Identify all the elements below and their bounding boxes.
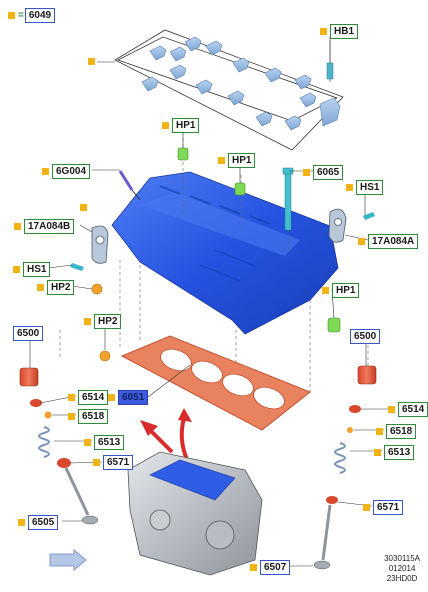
oil-temp-sensor bbox=[118, 170, 141, 201]
callout-6051: 6051 bbox=[108, 390, 149, 405]
marker-square bbox=[358, 238, 365, 245]
callout-6518-right: 6518 bbox=[376, 424, 417, 439]
label-6500: 6500 bbox=[13, 326, 44, 341]
marker-square bbox=[14, 223, 21, 230]
label-hp1: HP1 bbox=[228, 153, 256, 168]
label-6051: 6051 bbox=[118, 390, 149, 405]
callout-hp2-top: HP2 bbox=[37, 280, 75, 295]
callout-hp1-top: HP1 bbox=[162, 118, 200, 133]
marker-square bbox=[68, 394, 75, 401]
callout-6513-right: 6513 bbox=[374, 445, 415, 460]
marker-square bbox=[303, 169, 310, 176]
label-hp2: HP2 bbox=[47, 280, 75, 295]
roller-finger-followers bbox=[141, 36, 317, 131]
label-6g004: 6G004 bbox=[52, 164, 91, 179]
marker-square bbox=[250, 564, 257, 571]
label-hb1: HB1 bbox=[330, 24, 359, 39]
reference-code: 3030115A 012014 23HD0D bbox=[384, 554, 420, 584]
equals-sign: = bbox=[18, 10, 24, 21]
marker-square bbox=[8, 12, 15, 19]
label-6514: 6514 bbox=[78, 390, 109, 405]
label-6571: 6571 bbox=[373, 500, 404, 515]
label-6500: 6500 bbox=[350, 329, 381, 344]
label-17a084b: 17A084B bbox=[24, 219, 75, 234]
label-6571: 6571 bbox=[103, 455, 134, 470]
label-6513: 6513 bbox=[384, 445, 415, 460]
marker-square bbox=[376, 428, 383, 435]
callout-17a084a: 17A084A bbox=[358, 234, 419, 249]
head-gasket bbox=[120, 335, 311, 431]
ref-line-1: 3030115A bbox=[384, 554, 420, 563]
engine-assembly bbox=[127, 451, 263, 576]
valve-train-left bbox=[19, 367, 99, 525]
callout-6500-right: 6500 bbox=[350, 329, 381, 344]
callout-6507: 6507 bbox=[250, 560, 291, 575]
front-direction-arrow bbox=[49, 549, 87, 571]
label-6514: 6514 bbox=[398, 402, 428, 417]
label-6507: 6507 bbox=[260, 560, 291, 575]
marker-square bbox=[320, 28, 327, 35]
marker-square bbox=[388, 406, 395, 413]
label-17a084a: 17A084A bbox=[368, 234, 419, 249]
callout-6571-left: 6571 bbox=[93, 455, 134, 470]
marker-square bbox=[37, 284, 44, 291]
marker-square bbox=[68, 413, 75, 420]
marker-square bbox=[84, 439, 91, 446]
marker-square bbox=[93, 459, 100, 466]
marker-square-rocker bbox=[88, 58, 95, 65]
marker-square bbox=[162, 122, 169, 129]
callout-6518-left: 6518 bbox=[68, 409, 109, 424]
marker-square bbox=[218, 157, 225, 164]
hp1-plugs bbox=[177, 147, 341, 333]
callout-hb1: HB1 bbox=[320, 24, 359, 39]
marker-square bbox=[374, 449, 381, 456]
marker-square bbox=[84, 318, 91, 325]
callout-17a084b: 17A084B bbox=[14, 219, 75, 234]
marker-square bbox=[108, 394, 115, 401]
label-hp1: HP1 bbox=[172, 118, 200, 133]
hs1-screws bbox=[70, 212, 375, 271]
callout-6513-left: 6513 bbox=[84, 435, 125, 450]
cylinder-head bbox=[111, 171, 339, 335]
label-6049: 6049 bbox=[24, 8, 56, 23]
callout-6514-right: 6514 bbox=[388, 402, 428, 417]
callout-6g004: 6G004 bbox=[42, 164, 91, 179]
callout-6065: 6065 bbox=[303, 165, 344, 180]
label-hp2: HP2 bbox=[94, 314, 122, 329]
label-6518: 6518 bbox=[386, 424, 417, 439]
callout-hp1-right: HP1 bbox=[322, 283, 360, 298]
callout-hs1-left: HS1 bbox=[13, 262, 51, 277]
valve-train-right bbox=[313, 365, 377, 570]
marker-square-head bbox=[80, 204, 87, 211]
callout-hs1-right: HS1 bbox=[346, 180, 384, 195]
marker-square bbox=[13, 266, 20, 273]
label-hp1: HP1 bbox=[332, 283, 360, 298]
marker-square bbox=[363, 504, 370, 511]
lifting-eyes bbox=[91, 208, 347, 264]
ref-line-2: 012014 bbox=[388, 564, 416, 573]
callout-hp2-left: HP2 bbox=[84, 314, 122, 329]
callout-6049: = 6049 bbox=[8, 8, 56, 23]
marker-square bbox=[322, 287, 329, 294]
ref-line-3: 23HD0D bbox=[386, 574, 418, 583]
leader-lines bbox=[29, 37, 395, 567]
label-hs1: HS1 bbox=[356, 180, 384, 195]
marker-square bbox=[346, 184, 353, 191]
label-6518: 6518 bbox=[78, 409, 109, 424]
callout-6500-left: 6500 bbox=[13, 326, 44, 341]
marker-square bbox=[42, 168, 49, 175]
callout-6505: 6505 bbox=[18, 515, 59, 530]
callout-6514-left: 6514 bbox=[68, 390, 109, 405]
callout-6571-right: 6571 bbox=[363, 500, 404, 515]
marker-square bbox=[18, 519, 25, 526]
label-6065: 6065 bbox=[313, 165, 344, 180]
label-6505: 6505 bbox=[28, 515, 59, 530]
label-hs1: HS1 bbox=[23, 262, 51, 277]
callout-hp1-mid: HP1 bbox=[218, 153, 256, 168]
label-6513: 6513 bbox=[94, 435, 125, 450]
